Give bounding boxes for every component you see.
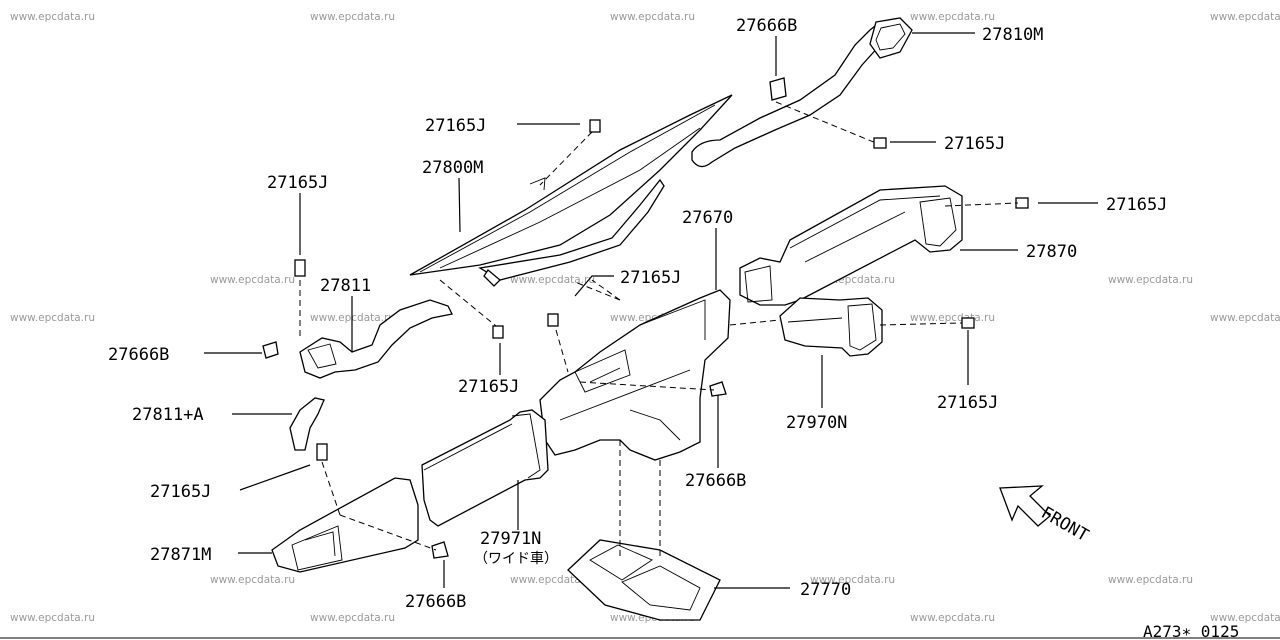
bolt-icon	[294, 259, 306, 277]
bolt-icon	[589, 119, 601, 133]
part-number-label: 27165J	[458, 377, 519, 397]
watermark-text: www.epcdata.ru	[310, 11, 395, 23]
part-labels: 27666B 27810M 27165J 27165J 27800M 27165…	[108, 16, 1167, 612]
watermark-text: www.epcdata.ru	[610, 11, 695, 23]
watermark-text: www.epcdata.ru	[1108, 574, 1193, 586]
watermark-text: www.epcdata.ru	[310, 612, 395, 624]
watermark-text: www.epcdata.ru	[510, 574, 595, 586]
front-arrow-icon	[999, 485, 1051, 527]
bolt-icon	[316, 443, 328, 461]
watermark-text: www.epcdata.ru	[910, 312, 995, 324]
part-number-label: 27666B	[685, 471, 746, 491]
part-number-label: 27165J	[150, 482, 211, 502]
front-label: FRONT	[1038, 503, 1092, 546]
part-number-label: 27165J	[1106, 195, 1167, 215]
watermark-text: www.epcdata.ru	[1108, 274, 1193, 286]
floor-outlet-part	[567, 539, 721, 621]
part-number-label: 27165J	[620, 268, 681, 288]
clip-icon	[709, 381, 727, 397]
part-number-label: 27811	[320, 276, 371, 296]
side-vent-duct-right-part	[739, 185, 963, 306]
bolt-icon	[547, 313, 559, 327]
clips	[262, 341, 727, 559]
part-number-label: 27811+A	[132, 405, 204, 425]
watermark-text: www.epcdata.ru	[10, 612, 95, 624]
watermark-text: www.epcdata.ru	[10, 11, 95, 23]
bolt-icon	[492, 325, 504, 339]
leader-lines	[204, 32, 1098, 589]
part-number-label: 27666B	[108, 345, 169, 365]
part-number-label: 27165J	[267, 173, 328, 193]
watermark-text: www.epcdata.ru	[910, 11, 995, 23]
clip-icon	[431, 541, 449, 559]
part-number-label: 27670	[682, 208, 733, 228]
part-number-label: 27165J	[937, 393, 998, 413]
part-number-label: 27800M	[422, 158, 483, 178]
side-defroster-duct-part	[691, 17, 913, 168]
watermark-text: www.epcdata.ru	[810, 574, 895, 586]
part-number-label: 27770	[800, 580, 851, 600]
clip-icon	[262, 341, 279, 359]
part-number-label: 27970N	[786, 413, 847, 433]
part-number-label: 27971N	[480, 529, 541, 549]
part-number-label: 27870	[1026, 242, 1077, 262]
part-note-label: （ワイド車）	[474, 550, 558, 567]
part-number-label: 27165J	[944, 134, 1005, 154]
center-duct-part	[539, 289, 731, 461]
side-vent-duct-left-part	[271, 477, 419, 573]
watermark-text: www.epcdata.ru	[1210, 11, 1280, 23]
part-number-label: 27810M	[982, 25, 1043, 45]
defroster-nozzle-part	[409, 94, 733, 287]
watermark-text: www.epcdata.ru	[1210, 312, 1280, 324]
watermark-text: www.epcdata.ru	[510, 274, 595, 286]
part-number-label: 27666B	[736, 16, 797, 36]
small-elbow-part	[289, 397, 325, 451]
watermarks: www.epcdata.ru www.epcdata.ru www.epcdat…	[10, 11, 1280, 624]
part-number-label: 27165J	[425, 116, 486, 136]
part-number-label: 27871M	[150, 545, 211, 565]
watermark-text: www.epcdata.ru	[210, 574, 295, 586]
diagram-code: A273∗ 0125	[1143, 622, 1239, 640]
watermark-text: www.epcdata.ru	[210, 274, 295, 286]
watermark-text: www.epcdata.ru	[910, 612, 995, 624]
side-vent-duct-lower-part	[779, 297, 883, 357]
assembly-lines	[299, 101, 1019, 560]
bolt-icon	[873, 137, 887, 149]
watermark-text: www.epcdata.ru	[10, 312, 95, 324]
part-number-label: 27666B	[405, 592, 466, 612]
bolts	[294, 119, 1029, 461]
wide-car-duct-part	[421, 409, 549, 527]
watermark-text: www.epcdata.ru	[1210, 612, 1280, 624]
bolt-icon	[961, 317, 975, 329]
